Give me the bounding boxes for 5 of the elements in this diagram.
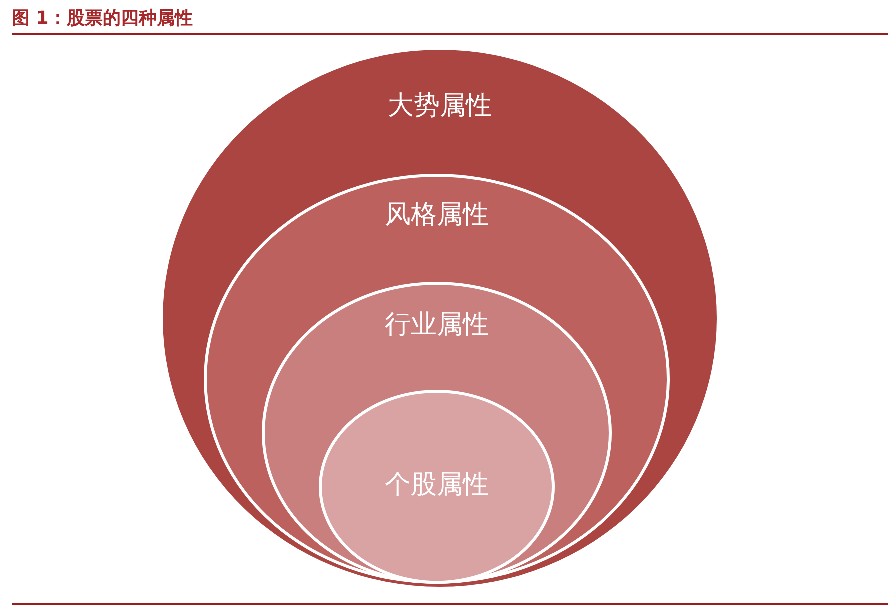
figure-title: 图 1：股票的四种属性	[12, 7, 193, 30]
circle-label: 个股属性	[384, 469, 490, 502]
circle-label: 风格属性	[384, 199, 490, 232]
circle-label: 行业属性	[384, 309, 490, 342]
circle-label: 大势属性	[387, 90, 493, 123]
